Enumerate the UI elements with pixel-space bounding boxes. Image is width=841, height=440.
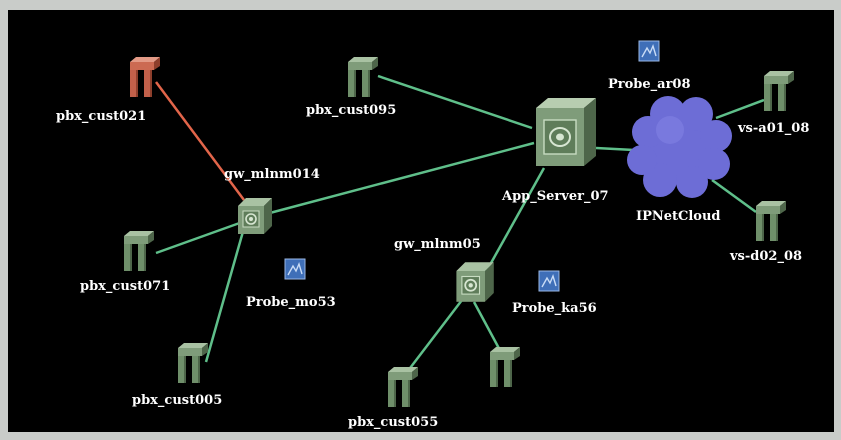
link-pbx-cust021-gw-mlnm014[interactable]	[154, 81, 246, 201]
node-label: pbx_cust005	[132, 393, 222, 408]
link-ipnetcloud-vs-d02-08[interactable]	[711, 178, 757, 214]
node-label: gw_mlnm05	[394, 237, 481, 252]
node-pbx-cust055[interactable]: pbx_cust055	[348, 367, 438, 430]
link-gw-mlnm05-pbx-unlabeled[interactable]	[472, 301, 504, 355]
links-layer	[154, 74, 765, 377]
pbx-icon	[490, 347, 520, 387]
node-vs-d02-08[interactable]: vs-d02_08	[729, 201, 802, 264]
node-label: Probe_mo53	[246, 295, 336, 310]
link-ipnetcloud-vs-a01-08[interactable]	[715, 98, 765, 120]
node-pbx-cust021[interactable]: pbx_cust021	[56, 57, 160, 124]
node-ipnetcloud[interactable]: IPNetCloud	[627, 96, 732, 224]
topology-canvas: pbx_cust021 pbx_cust095 gw_mlnm014 pbx_c…	[8, 10, 834, 432]
network-map: pbx_cust021 pbx_cust095 gw_mlnm014 pbx_c…	[56, 40, 809, 430]
node-label: vs-d02_08	[729, 249, 802, 264]
link-gw-mlnm014-app-server[interactable]	[265, 141, 535, 216]
node-app-server-07[interactable]: App_Server_07	[501, 97, 609, 204]
node-probe-mo53[interactable]: Probe_mo53	[246, 258, 336, 310]
node-pbx-cust095[interactable]: pbx_cust095	[306, 57, 396, 118]
node-label: Probe_ka56	[512, 301, 597, 316]
pbx-icon	[348, 57, 378, 97]
server-icon	[535, 97, 597, 167]
pbx-icon	[756, 201, 786, 241]
link-gw-mlnm05-pbx-cust055[interactable]	[403, 299, 463, 377]
node-label: pbx_cust071	[80, 279, 170, 294]
node-label: vs-a01_08	[737, 121, 809, 136]
cloud-icon	[627, 96, 732, 198]
link-gw-mlnm014-pbx-cust071[interactable]	[155, 218, 249, 255]
probe-icon	[284, 258, 306, 280]
node-pbx-unlabeled[interactable]	[490, 347, 520, 387]
node-label: pbx_cust021	[56, 109, 146, 124]
node-label: pbx_cust095	[306, 103, 396, 118]
probe-icon	[538, 270, 560, 292]
node-vs-a01-08[interactable]: vs-a01_08	[737, 71, 809, 136]
node-label: App_Server_07	[501, 189, 609, 204]
pbx-icon	[130, 57, 160, 97]
link-pbx-cust095-app-server[interactable]	[377, 74, 533, 130]
node-label: IPNetCloud	[636, 209, 721, 224]
node-label: pbx_cust055	[348, 415, 438, 430]
pbx-icon	[388, 367, 418, 407]
node-pbx-cust005[interactable]: pbx_cust005	[132, 343, 222, 408]
node-gw-mlnm014[interactable]: gw_mlnm014	[224, 167, 320, 235]
pbx-icon	[178, 343, 208, 383]
node-probe-ka56[interactable]: Probe_ka56	[512, 270, 597, 316]
node-label: gw_mlnm014	[224, 167, 320, 182]
node-gw-mlnm05[interactable]: gw_mlnm05	[394, 237, 495, 303]
gateway-icon	[237, 197, 273, 235]
gateway-icon	[455, 261, 495, 303]
pbx-icon	[124, 231, 154, 271]
node-label: Probe_ar08	[608, 77, 691, 92]
pbx-icon	[764, 71, 794, 111]
node-probe-ar08[interactable]: Probe_ar08	[608, 40, 691, 92]
link-app-server-ipnetcloud[interactable]	[595, 146, 635, 152]
link-gw-mlnm014-pbx-cust005[interactable]	[204, 227, 246, 363]
node-pbx-cust071[interactable]: pbx_cust071	[80, 231, 170, 294]
probe-icon	[638, 40, 660, 62]
link-app-server-gw-mlnm05[interactable]	[484, 167, 546, 273]
